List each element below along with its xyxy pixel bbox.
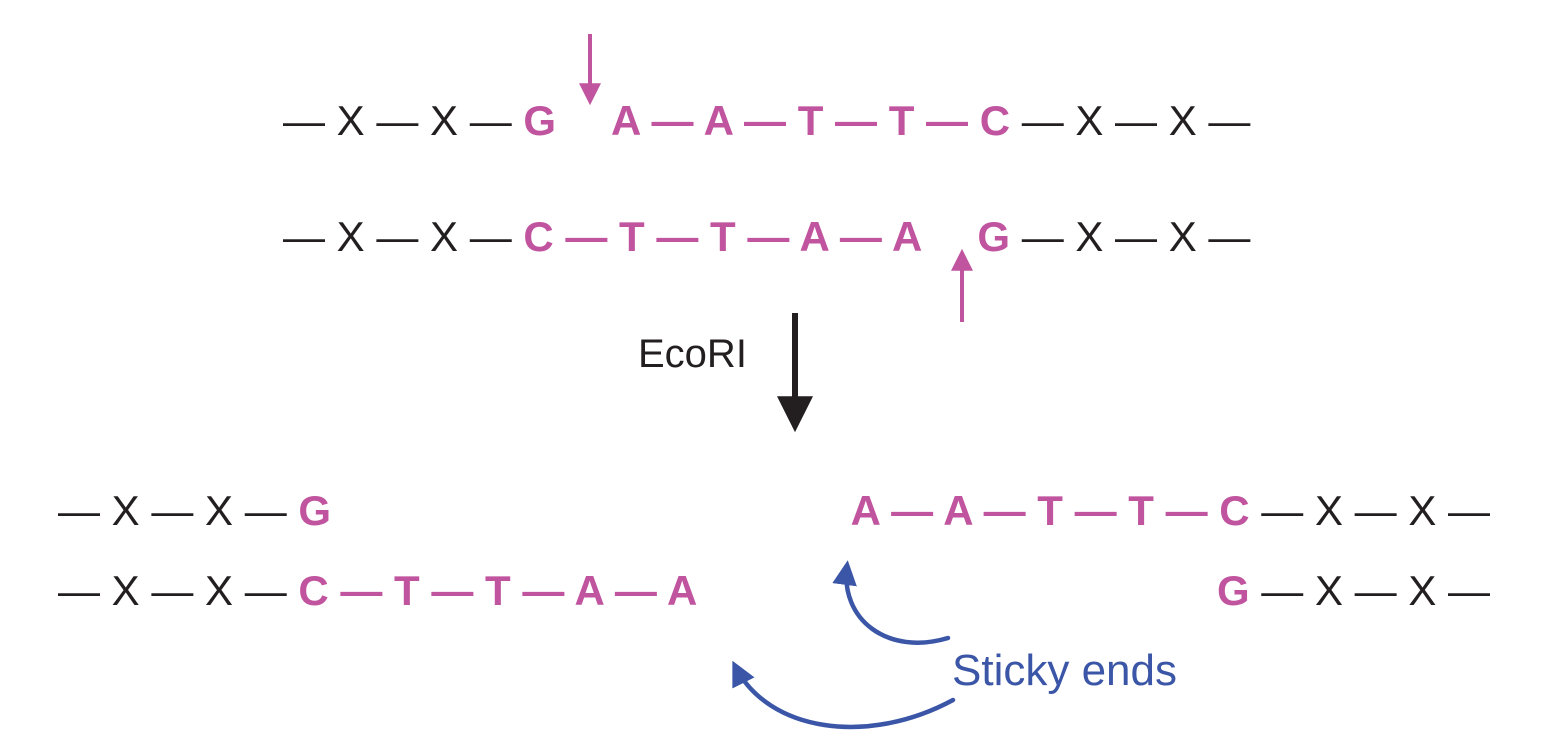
sticky-end-pointer-upper (832, 560, 951, 645)
recognition-site: G (1216, 567, 1250, 614)
sticky-ends-label: Sticky ends (952, 646, 1177, 695)
backbone-left: — X — X — (283, 97, 524, 144)
backbone-right: — X — X — (1249, 567, 1490, 614)
fragment-left-top-strand: — X — X — G (58, 487, 332, 534)
fragment-right-bottom-strand: G — X — X — (1216, 567, 1490, 614)
recognition-site: C — T — T — A — A (523, 213, 923, 260)
sticky-end-overhang: A — A — T — T — C (850, 487, 1250, 534)
sticky-end-overhang: C — T — T — A — A (298, 567, 698, 614)
recognition-site: G (523, 97, 557, 144)
enzyme-label: EcoRI (638, 332, 747, 376)
sticky-end-pointer-lower (732, 660, 956, 730)
recognition-site: A — A — T — T — C (611, 97, 1011, 144)
recognition-site: G (298, 487, 332, 534)
backbone-right: — X — X — (1249, 487, 1490, 534)
fragment-left-bottom-strand: — X — X — C — T — T — A — A (58, 567, 698, 614)
backbone-right: — X — X — (1010, 213, 1251, 260)
recognition-site: G (977, 213, 1011, 260)
backbone-right: — X — X — (1010, 97, 1251, 144)
backbone-left: — X — X — (58, 567, 299, 614)
backbone-left: — X — X — (58, 487, 299, 534)
dna-strand-before-bottom: — X — X — C — T — T — A — A G — X — X — (283, 213, 1251, 260)
dna-strand-before-top: — X — X — G A — A — T — T — C — X — X — (283, 97, 1251, 144)
backbone-left: — X — X — (283, 213, 524, 260)
fragment-right-top-strand: A — A — T — T — C — X — X — (850, 487, 1490, 534)
